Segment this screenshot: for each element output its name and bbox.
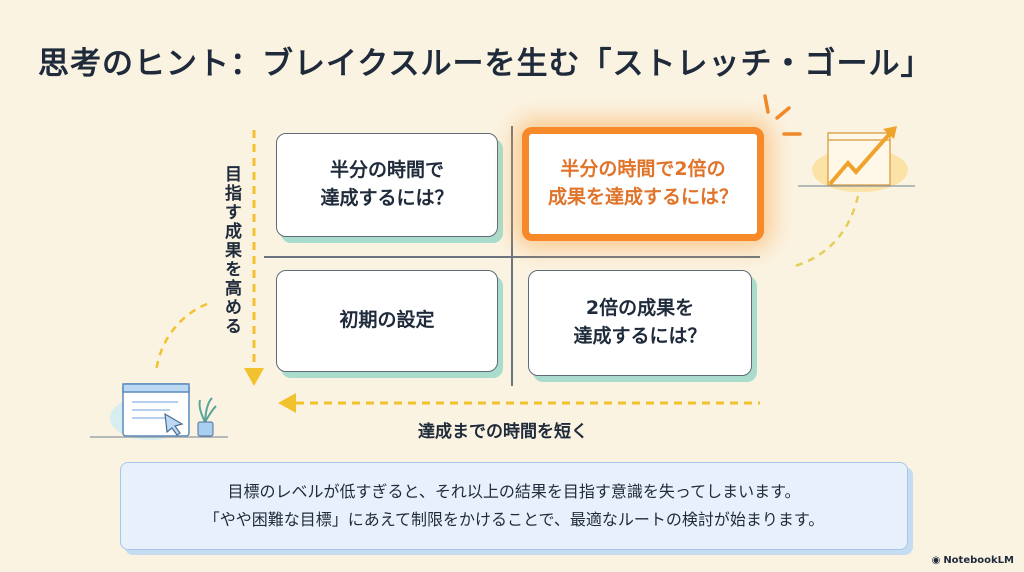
explanation-line-1: 目標のレベルが低すぎると、それ以上の結果を目指す意識を失ってしまいます。 xyxy=(227,482,801,501)
horizontal-axis-label: 達成までの時間を短く xyxy=(418,422,588,442)
curved-connector-left xyxy=(154,302,208,373)
vertical-arrow-head xyxy=(244,368,264,386)
horizontal-arrow-head xyxy=(278,393,296,413)
quadrant-bottom-right: 2倍の成果を 達成するには？ xyxy=(528,270,752,376)
explanation-line-2: 「やや困難な目標」にあえて制限をかけることで、最適なルートの検討が始まります。 xyxy=(203,510,825,529)
quadrant-top-right-highlighted: 半分の時間で2倍の 成果を達成するには？ xyxy=(522,127,764,241)
page-title: 思考のヒント：ブレイクスルーを生む「ストレッチ・ゴール」 xyxy=(38,46,933,82)
growth-chart-icon xyxy=(798,126,915,192)
explanation-box: 目標のレベルが低すぎると、それ以上の結果を目指す意識を失ってしまいます。 「やや… xyxy=(120,462,908,550)
quadrant-divider-horizontal xyxy=(264,256,760,258)
sparkle-icon xyxy=(763,94,802,136)
vertical-axis-label: 目指す成果を高める xyxy=(221,165,241,336)
quadrant-top-left: 半分の時間で 達成するには？ xyxy=(276,133,498,237)
notebooklm-logo: ◉ NotebookLM xyxy=(932,555,1014,566)
curved-connector-right xyxy=(794,195,860,268)
browser-cursor-icon xyxy=(90,383,228,440)
logo-icon: ◉ xyxy=(931,555,941,566)
quadrant-bottom-left: 初期の設定 xyxy=(276,270,498,372)
plant-icon xyxy=(197,397,217,437)
logo-text: NotebookLM xyxy=(943,555,1014,566)
